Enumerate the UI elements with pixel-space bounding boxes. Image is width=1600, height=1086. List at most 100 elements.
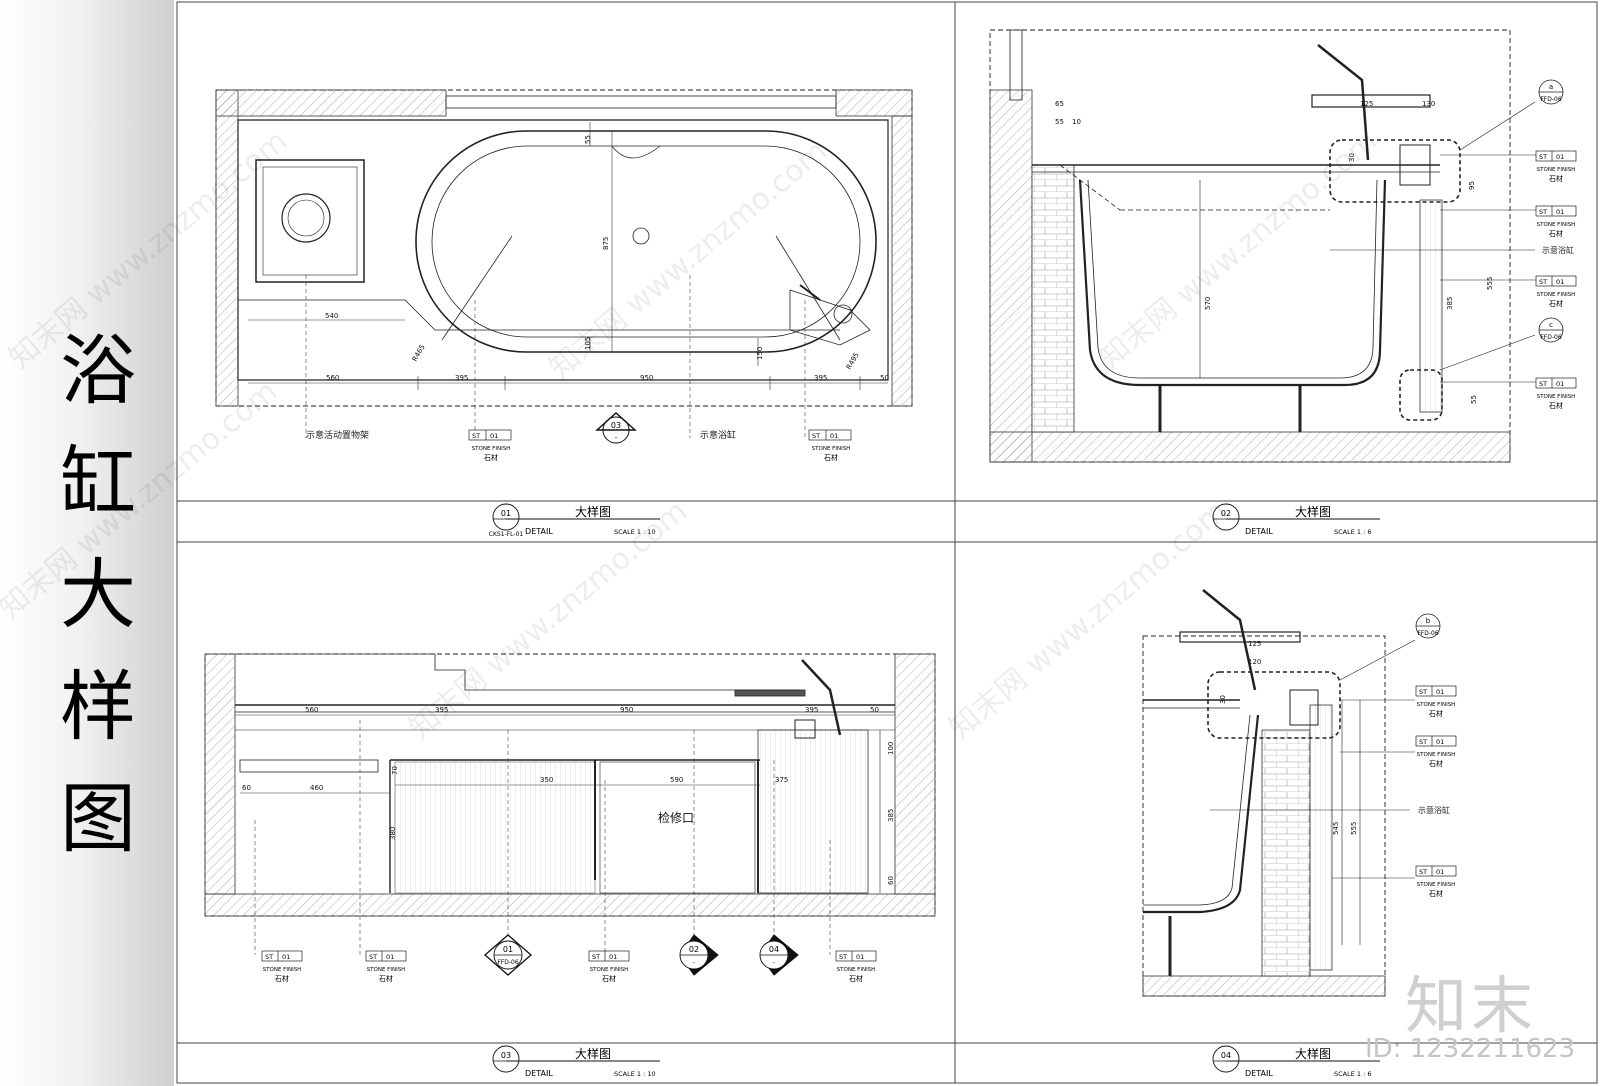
tag-stone: 石材 <box>602 974 616 983</box>
material-tag-e03-1: ST 01 STONE FINISH 石材 <box>261 950 303 983</box>
tag-st: ST <box>265 953 273 961</box>
dim-55: 55 <box>584 135 592 144</box>
tag-stone: 石材 <box>824 453 838 462</box>
material-tag-s02-2: ST 01 STONE FINISH 石材 <box>1535 205 1577 238</box>
title-block-03-title: 大样图 <box>575 1046 611 1061</box>
material-tag-s04-2: ST 01 STONE FINISH 石材 <box>1415 735 1457 768</box>
tag-stone: 石材 <box>1429 889 1443 898</box>
title-char-3: 大 <box>60 550 136 639</box>
callout-b-ref: FFD-06 <box>1417 630 1439 637</box>
callout-c-ref: FFD-06 <box>1540 334 1562 341</box>
tag-stone: 石材 <box>1429 709 1443 718</box>
detail-ref-02-num: 02 <box>689 945 699 954</box>
title-block-01-ref: CKS1-FL-01 <box>489 531 524 538</box>
tag-finish: STONE FINISH <box>263 967 302 973</box>
title-block-02-num: 02 <box>1221 509 1231 518</box>
tag-num: 01 <box>1436 738 1444 746</box>
tag-stone: 石材 <box>849 974 863 983</box>
tag-st: ST <box>812 432 820 440</box>
title-block-03: 03 大样图 DETAIL SCALE 1 : 10 <box>492 1045 660 1078</box>
section-ref-03-sub: - <box>615 434 618 442</box>
note-tub: 示意浴缸 <box>700 429 736 441</box>
title-block-03-scale: SCALE 1 : 10 <box>614 1070 656 1078</box>
tag-stone: 石材 <box>275 974 289 983</box>
tag-finish: STONE FINISH <box>472 446 511 452</box>
dim-130: 130 <box>1422 100 1435 108</box>
tag-num: 01 <box>1436 688 1444 696</box>
dim-105: 105 <box>584 337 592 350</box>
tag-finish: STONE FINISH <box>367 967 406 973</box>
title-block-01-title: 大样图 <box>575 504 611 519</box>
detail-ref-04-sub: - <box>773 959 775 966</box>
dim-590: 590 <box>670 776 683 784</box>
title-block-03-detail: DETAIL <box>525 1069 553 1078</box>
title-block-02: 02 大样图 DETAIL SCALE 1 : 6 <box>1212 503 1380 536</box>
watermark-1: 知末网 www.znzmo.com <box>3 124 294 376</box>
tag-num: 01 <box>386 953 394 961</box>
material-tag-e03-3: ST 01 STONE FINISH 石材 <box>588 950 630 983</box>
material-tag-s04-1: ST 01 STONE FINISH 石材 <box>1415 685 1457 718</box>
dim-150: 150 <box>756 347 764 360</box>
dim-380: 380 <box>389 827 397 840</box>
dim-385: 385 <box>887 809 895 822</box>
title-block-02-detail: DETAIL <box>1245 527 1273 536</box>
title-block-02-scale: SCALE 1 : 6 <box>1334 528 1372 536</box>
detail-ref-01-sub: FFD-06 <box>497 959 519 966</box>
title-char-5: 图 <box>60 774 136 863</box>
tag-st: ST <box>1419 868 1427 876</box>
title-block-04-title: 大样图 <box>1295 1046 1331 1061</box>
dim-125: 125 <box>1360 100 1373 108</box>
tag-stone: 石材 <box>1549 174 1563 183</box>
title-block-03-num: 03 <box>501 1051 511 1060</box>
dim-460: 460 <box>310 784 323 792</box>
title-block-04-num: 04 <box>1221 1051 1231 1060</box>
dim-50: 50 <box>880 374 889 382</box>
tag-st: ST <box>472 432 480 440</box>
tag-st: ST <box>1539 278 1547 286</box>
dim-125: 125 <box>1248 640 1261 648</box>
tag-stone: 石材 <box>1549 229 1563 238</box>
tag-st: ST <box>369 953 377 961</box>
dim-950: 950 <box>640 374 653 382</box>
callout-a: a FFD-06 <box>1538 79 1564 105</box>
tag-st: ST <box>839 953 847 961</box>
material-tag-e03-2: ST 01 STONE FINISH 石材 <box>365 950 407 983</box>
dim-950: 950 <box>620 706 633 714</box>
tag-num: 01 <box>830 432 838 440</box>
material-tag-s02-1: ST 01 STONE FINISH 石材 <box>1535 150 1577 183</box>
title-block-04-detail: DETAIL <box>1245 1069 1273 1078</box>
tag-num: 01 <box>1556 278 1564 286</box>
tag-finish: STONE FINISH <box>1537 222 1576 228</box>
dim-70: 70 <box>391 766 399 775</box>
detail-ref-01: 01 FFD-06 <box>484 934 532 976</box>
dim-875: 875 <box>602 237 610 250</box>
section-04-dimension-labels: 125 120 30 545 555 <box>1219 640 1358 835</box>
tag-finish: STONE FINISH <box>1537 394 1576 400</box>
title-char-2: 缸 <box>60 438 136 527</box>
dim-55-a: 55 <box>1055 118 1064 126</box>
dim-30: 30 <box>1219 695 1227 704</box>
plan-view <box>215 89 913 438</box>
title-block-04: 04 大样图 DETAIL SCALE 1 : 6 <box>1212 1045 1380 1078</box>
dim-100: 100 <box>887 742 895 755</box>
tag-stone: 石材 <box>379 974 393 983</box>
section-02-note: 示意浴缸 <box>1542 245 1574 255</box>
detail-ref-04: 04 - <box>759 934 799 976</box>
dim-350: 350 <box>540 776 553 784</box>
dim-395-b: 395 <box>814 374 827 382</box>
material-tag-plan-2: ST 01 STONE FINISH 石材 <box>808 429 852 462</box>
dim-385: 385 <box>1446 297 1454 310</box>
title-block-01-scale: SCALE 1 : 10 <box>614 528 656 536</box>
dim-30: 30 <box>1348 153 1356 162</box>
tag-finish: STONE FINISH <box>1537 167 1576 173</box>
tag-st: ST <box>1419 688 1427 696</box>
material-tag-s02-3: ST 01 STONE FINISH 石材 <box>1535 275 1577 308</box>
tag-st: ST <box>1539 380 1547 388</box>
tag-num: 01 <box>282 953 290 961</box>
dim-555: 555 <box>1486 277 1494 290</box>
detail-ref-02: 02 - <box>679 934 719 976</box>
tag-finish: STONE FINISH <box>812 446 851 452</box>
tag-finish: STONE FINISH <box>590 967 629 973</box>
dim-50: 50 <box>870 706 879 714</box>
